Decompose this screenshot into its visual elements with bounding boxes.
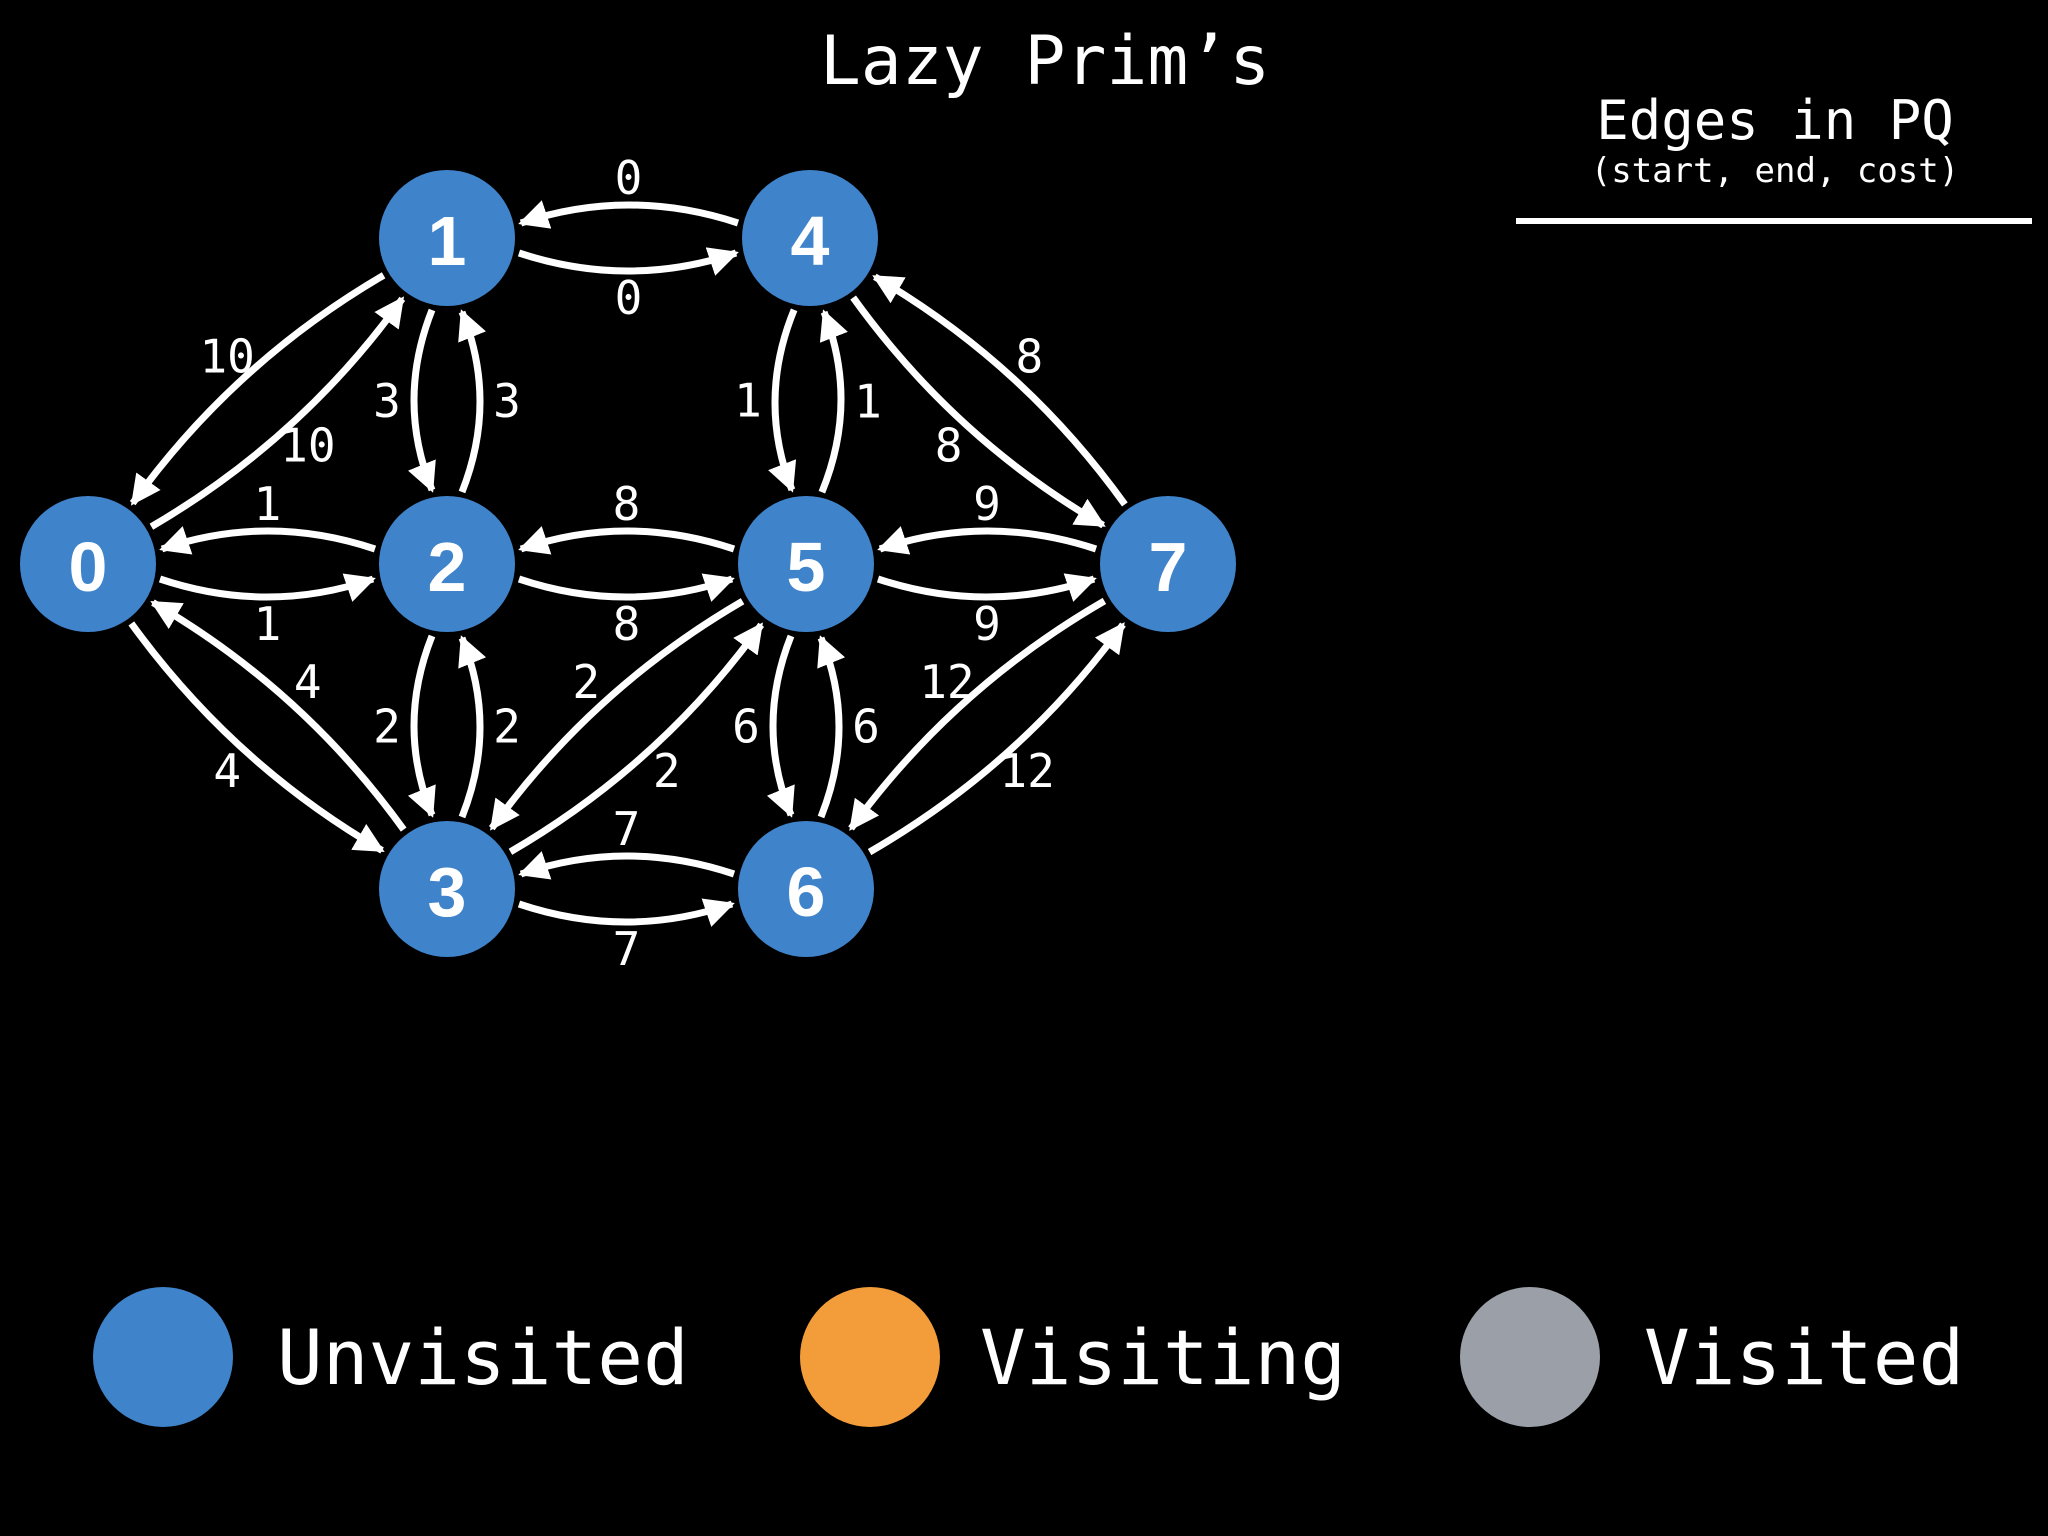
edge-0-3 <box>128 621 385 854</box>
node-4-label: 4 <box>791 202 830 280</box>
edge-4-1 <box>518 200 740 229</box>
node-6-circle <box>738 821 874 957</box>
node-7: 7 <box>1100 496 1236 632</box>
edge-3-2 <box>458 635 487 819</box>
edge-7-5 <box>877 526 1098 555</box>
node-1: 1 <box>379 170 515 306</box>
edge-cost-7-4: 8 <box>1016 330 1044 384</box>
edge-cost-2-5: 8 <box>613 597 641 651</box>
edge-cost-5-4: 1 <box>854 375 882 429</box>
edge-cost-0-2: 1 <box>254 597 282 651</box>
node-6-label: 6 <box>787 853 826 931</box>
edge-5-6 <box>766 634 795 818</box>
node-0: 0 <box>20 496 156 632</box>
node-3: 3 <box>379 821 515 957</box>
edge-cost-4-1: 0 <box>615 151 643 205</box>
edge-4-7 <box>850 295 1106 529</box>
edge-cost-5-6: 6 <box>732 700 760 754</box>
node-4-circle <box>742 170 878 306</box>
legend-label: Unvisited <box>277 1312 689 1402</box>
legend-item-visited: Visited <box>1460 1286 1964 1428</box>
edge-cost-5-7: 9 <box>973 597 1001 651</box>
edge-cost-2-0: 1 <box>254 477 282 531</box>
edge-5-2 <box>518 526 736 555</box>
node-1-label: 1 <box>428 202 467 280</box>
edge-cost-6-3: 7 <box>613 802 641 856</box>
edge-3-5 <box>508 622 765 855</box>
edge-1-0 <box>129 272 386 506</box>
edge-cost-0-3: 4 <box>213 744 241 798</box>
legend-label: Visiting <box>980 1312 1347 1402</box>
page-title: Lazy Prim’s <box>819 22 1271 101</box>
pq-subheading: (start, end, cost) <box>1590 151 1960 191</box>
pq-divider <box>1516 218 2032 224</box>
node-3-circle <box>379 821 515 957</box>
edge-layer <box>128 200 1128 927</box>
edge-cost-4-7: 8 <box>935 418 963 472</box>
edge-cost-5-3: 2 <box>572 655 600 709</box>
edge-5-4 <box>818 309 848 494</box>
edge-cost-1-0: 10 <box>199 330 254 384</box>
node-5: 5 <box>738 496 874 632</box>
edge-7-4 <box>872 273 1128 507</box>
legend-label: Visited <box>1644 1312 1965 1402</box>
node-3-label: 3 <box>428 853 467 931</box>
edge-cost-4-5: 1 <box>734 373 762 427</box>
edge-7-6 <box>848 597 1107 831</box>
edge-2-1 <box>458 309 487 494</box>
unvisited-swatch-icon <box>93 1287 233 1427</box>
visiting-swatch-icon <box>800 1287 940 1427</box>
node-5-circle <box>738 496 874 632</box>
edge-cost-5-2: 8 <box>613 477 641 531</box>
node-1-circle <box>379 170 515 306</box>
edge-cost-7-5: 9 <box>973 477 1001 531</box>
edge-1-2 <box>407 308 436 493</box>
edge-1-4 <box>517 247 739 276</box>
node-4: 4 <box>742 170 878 306</box>
edge-0-1 <box>149 296 406 530</box>
edge-5-7 <box>876 573 1097 602</box>
edge-cost-3-6: 7 <box>613 922 641 976</box>
node-2-label: 2 <box>428 528 467 606</box>
edge-2-3 <box>407 634 436 818</box>
node-7-label: 7 <box>1149 528 1188 606</box>
legend-item-unvisited: Unvisited <box>93 1286 689 1428</box>
edge-cost-6-7: 12 <box>999 744 1054 798</box>
edge-cost-1-2: 3 <box>373 374 401 428</box>
edge-cost-6-5: 6 <box>852 700 880 754</box>
node-5-label: 5 <box>787 528 826 606</box>
edge-cost-3-0: 4 <box>294 655 322 709</box>
node-7-circle <box>1100 496 1236 632</box>
edge-cost-2-1: 3 <box>493 374 521 428</box>
edge-0-2 <box>158 573 376 602</box>
edge-3-6 <box>517 898 735 927</box>
edge-cost-3-2: 2 <box>493 700 521 754</box>
edge-5-3 <box>488 598 745 831</box>
node-6: 6 <box>738 821 874 957</box>
legend-item-visiting: Visiting <box>800 1286 1346 1428</box>
node-2-circle <box>379 496 515 632</box>
node-2: 2 <box>379 496 515 632</box>
edge-4-5 <box>768 308 798 493</box>
edge-cost-3-5: 2 <box>653 744 681 798</box>
node-0-label: 0 <box>69 528 108 606</box>
edge-2-0 <box>159 526 377 555</box>
visited-swatch-icon <box>1460 1287 1600 1427</box>
edge-cost-1-4: 0 <box>615 271 643 325</box>
edge-6-7 <box>867 622 1126 856</box>
edge-2-5 <box>517 573 735 602</box>
pq-heading: Edges in PQ <box>1596 89 1954 152</box>
edge-6-3 <box>518 851 736 880</box>
edge-3-0 <box>150 599 407 832</box>
edge-cost-7-6: 12 <box>919 655 974 709</box>
edge-cost-2-3: 2 <box>373 700 401 754</box>
pq-panel: Edges in PQ (start, end, cost) <box>1516 90 2034 234</box>
edge-6-5 <box>817 635 846 819</box>
edge-cost-0-1: 10 <box>280 418 335 472</box>
node-0-circle <box>20 496 156 632</box>
